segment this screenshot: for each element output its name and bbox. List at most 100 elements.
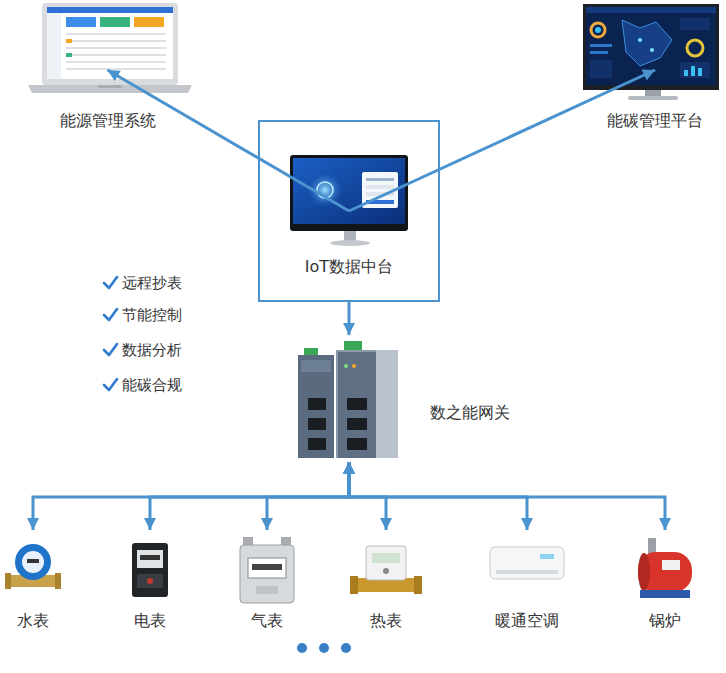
dashboard-monitor-icon: [622, 20, 672, 66]
device-node: 电表: [105, 530, 195, 640]
laptop-icon: [66, 39, 72, 43]
laptop-icon: [66, 17, 96, 27]
laptop-icon: [66, 54, 166, 56]
node-label: 电表: [134, 610, 166, 632]
device-node: 气表: [222, 530, 312, 640]
more-dots: [297, 643, 351, 653]
laptop-icon: [66, 40, 166, 42]
gas-meter-icon: [252, 564, 282, 570]
water-meter-icon: [15, 544, 51, 580]
node-label: 锅炉: [649, 610, 681, 632]
gateway-icon: [347, 438, 367, 450]
connector-arrow: [267, 462, 349, 530]
node-label: 气表: [251, 610, 283, 632]
gateway-icon: [347, 398, 367, 410]
dashboard-monitor-icon: [590, 60, 612, 78]
checkmark-icon: [104, 277, 117, 288]
feature-label: 节能控制: [122, 305, 182, 325]
dashboard-monitor-icon: [628, 96, 678, 100]
laptop-icon: [47, 7, 173, 79]
platform-box: IoT数据中台: [258, 120, 440, 302]
boiler-icon: [648, 538, 656, 554]
heat-meter-icon: [414, 576, 422, 594]
water-meter-icon: [5, 573, 11, 589]
heat-meter-icon: [350, 546, 422, 594]
gas-meter-icon: [256, 586, 278, 594]
gateway-icon: [344, 364, 348, 368]
iot-monitor-icon: [293, 158, 405, 224]
connector-arrow: [348, 302, 351, 335]
laptop-icon: [28, 85, 192, 93]
electric-meter-icon: [147, 578, 153, 584]
node-label: 水表: [17, 610, 49, 632]
iot-monitor-icon: [366, 178, 394, 181]
gateway-icon: [301, 360, 331, 372]
laptop-icon: [98, 85, 122, 88]
water-meter-icon: [55, 573, 61, 589]
gateway-icon: [338, 352, 376, 458]
app-node: 能源管理系统: [20, 0, 195, 140]
laptop-icon: [134, 17, 164, 27]
laptop-icon: [47, 7, 173, 13]
laptop-icon: [66, 68, 166, 70]
gateway-icon: [304, 348, 318, 356]
connector-arrow: [33, 462, 349, 530]
gateway-node: 数之能网关: [290, 335, 530, 462]
connector-arrow: [150, 462, 349, 530]
dashboard-monitor-icon: [583, 4, 719, 100]
dashboard-monitor-icon: [591, 23, 605, 37]
electric-meter-icon: [140, 555, 160, 560]
dashboard-monitor-icon: [590, 44, 612, 47]
node-label: 能碳管理平台: [607, 110, 703, 132]
electric-meter-icon: [137, 574, 163, 588]
gateway-icon: [308, 438, 326, 450]
device-node: 暖通空调: [482, 530, 572, 640]
dashboard-monitor-icon: [691, 66, 695, 76]
node-label: 热表: [370, 610, 402, 632]
connector-arrow: [349, 462, 665, 530]
gateway-icon: [336, 350, 398, 458]
gas-meter-icon: [240, 545, 294, 603]
dashboard-monitor-icon: [595, 27, 601, 33]
more-dots: [341, 643, 351, 653]
boiler-icon: [640, 590, 690, 598]
dashboard-monitor-icon: [586, 7, 716, 13]
checkmark-icon: [104, 277, 117, 390]
feature-label: 能碳合规: [122, 375, 182, 395]
dashboard-monitor-icon: [680, 18, 710, 30]
dashboard-monitor-icon: [645, 90, 661, 96]
dashboard-monitor-icon: [684, 70, 688, 76]
gateway-icon: [352, 364, 356, 368]
dashboard-monitor-icon: [650, 48, 654, 52]
node-label: 数之能网关: [430, 402, 510, 424]
dashboard-monitor-icon: [583, 4, 719, 90]
node-label: 能源管理系统: [60, 110, 156, 132]
feature-label: 远程抄表: [122, 273, 182, 293]
gateway-icon: [308, 398, 326, 410]
boiler-icon: [638, 552, 692, 592]
connector-arrow: [108, 70, 350, 211]
water-meter-icon: [5, 544, 61, 589]
gateway-icon: [308, 418, 326, 430]
gateway-icon: [344, 341, 362, 351]
dashboard-monitor-icon: [590, 51, 608, 54]
connector-arrow: [349, 70, 655, 211]
laptop-icon: [66, 33, 166, 35]
laptop-icon: [66, 47, 166, 49]
iot-monitor-icon: [344, 231, 356, 241]
gateway-icon: [298, 355, 334, 458]
gateway-icon: [376, 350, 398, 458]
dashboard-monitor-icon: [687, 40, 703, 56]
air-conditioner-icon: [490, 547, 564, 579]
laptop-icon: [28, 3, 192, 93]
node-label: 暖通空调: [495, 610, 559, 632]
device-node: 水表: [2, 530, 64, 640]
electric-meter-icon: [132, 543, 168, 597]
laptop-icon: [47, 13, 61, 79]
electric-meter-icon: [132, 543, 168, 597]
electric-meter-icon: [137, 550, 163, 568]
dashboard-monitor-icon: [638, 38, 642, 42]
water-meter-icon: [27, 559, 39, 563]
